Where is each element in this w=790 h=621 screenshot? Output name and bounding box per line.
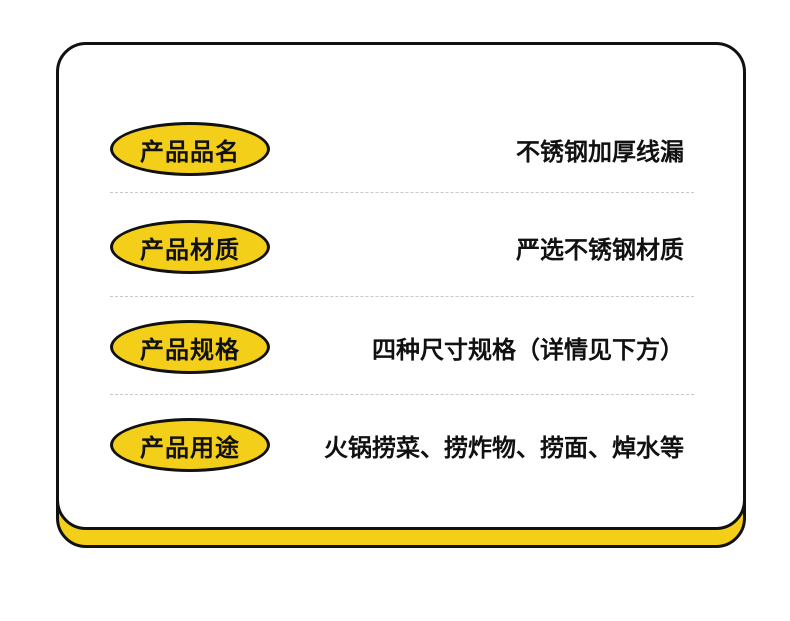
row-value: 严选不锈钢材质	[516, 235, 684, 264]
row-value: 不锈钢加厚线漏	[516, 137, 684, 166]
row-product-spec: 产品规格 四种尺寸规格（详情见下方）	[110, 320, 694, 380]
row-product-material: 产品材质 严选不锈钢材质	[110, 220, 694, 280]
row-value: 四种尺寸规格（详情见下方）	[372, 335, 684, 364]
row-product-usage: 产品用途 火锅捞菜、捞炸物、捞面、焯水等	[110, 418, 694, 478]
divider	[110, 296, 694, 297]
label-pill: 产品规格	[110, 320, 270, 374]
label-pill: 产品品名	[110, 122, 270, 176]
row-value: 火锅捞菜、捞炸物、捞面、焯水等	[324, 433, 684, 462]
divider	[110, 192, 694, 193]
row-product-name: 产品品名 不锈钢加厚线漏	[110, 122, 694, 182]
label-pill: 产品用途	[110, 418, 270, 472]
divider	[110, 394, 694, 395]
label-pill: 产品材质	[110, 220, 270, 274]
